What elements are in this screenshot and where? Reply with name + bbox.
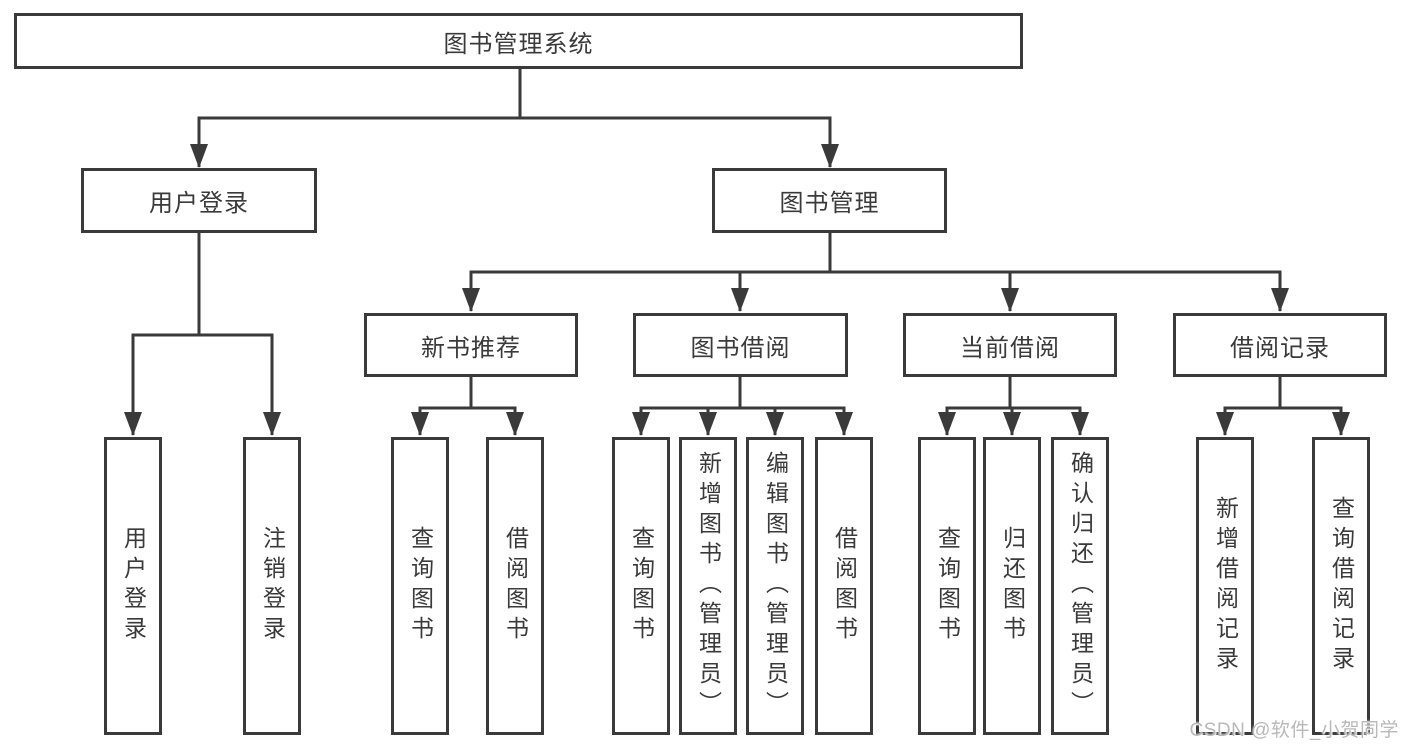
leaf-borrow-books-recommend: 借阅图书 (486, 437, 544, 735)
leaf-edit-books-admin-label: 编辑图书（管理员） (762, 451, 789, 721)
node-borrowing-records: 借阅记录 (1173, 313, 1387, 377)
leaf-query-books-current: 查询图书 (918, 437, 976, 735)
leaf-logout-login: 注销登录 (243, 437, 301, 735)
leaf-query-books-recommend-label: 查询图书 (407, 526, 434, 646)
leaf-edit-books-admin: 编辑图书（管理员） (746, 437, 804, 735)
leaf-add-books-admin-label: 新增图书（管理员） (695, 451, 722, 721)
leaf-borrow-books-borrow: 借阅图书 (815, 437, 873, 735)
leaf-add-books-admin: 新增图书（管理员） (679, 437, 737, 735)
leaf-query-borrow-record: 查询借阅记录 (1312, 437, 1370, 735)
watermark: CSDN @软件_小贺同学 (1189, 720, 1399, 741)
node-current-borrowing: 当前借阅 (903, 313, 1117, 377)
leaf-return-books-label: 归还图书 (999, 526, 1026, 646)
leaf-query-borrow-record-label: 查询借阅记录 (1328, 496, 1355, 676)
leaf-add-borrow-record: 新增借阅记录 (1196, 437, 1254, 735)
leaf-user-login-label: 用户登录 (120, 526, 147, 646)
node-user-login: 用户登录 (81, 168, 317, 233)
leaf-confirm-return-admin: 确认归还（管理员） (1051, 437, 1109, 735)
node-book-borrowing: 图书借阅 (633, 313, 848, 377)
node-book-management: 图书管理 (712, 168, 947, 233)
node-new-book-recommendation: 新书推荐 (364, 313, 578, 377)
leaf-add-borrow-record-label: 新增借阅记录 (1212, 496, 1239, 676)
leaf-logout-login-label: 注销登录 (259, 526, 286, 646)
node-library-management-system: 图书管理系统 (14, 13, 1023, 69)
leaf-borrow-books-borrow-label: 借阅图书 (831, 526, 858, 646)
leaf-user-login: 用户登录 (104, 437, 162, 735)
leaf-borrow-books-recommend-label: 借阅图书 (502, 526, 529, 646)
leaf-return-books: 归还图书 (983, 437, 1041, 735)
leaf-query-books-borrow: 查询图书 (612, 437, 670, 735)
leaf-query-books-recommend: 查询图书 (391, 437, 449, 735)
leaf-query-books-current-label: 查询图书 (934, 526, 961, 646)
leaf-confirm-return-admin-label: 确认归还（管理员） (1067, 451, 1094, 721)
leaf-query-books-borrow-label: 查询图书 (628, 526, 655, 646)
